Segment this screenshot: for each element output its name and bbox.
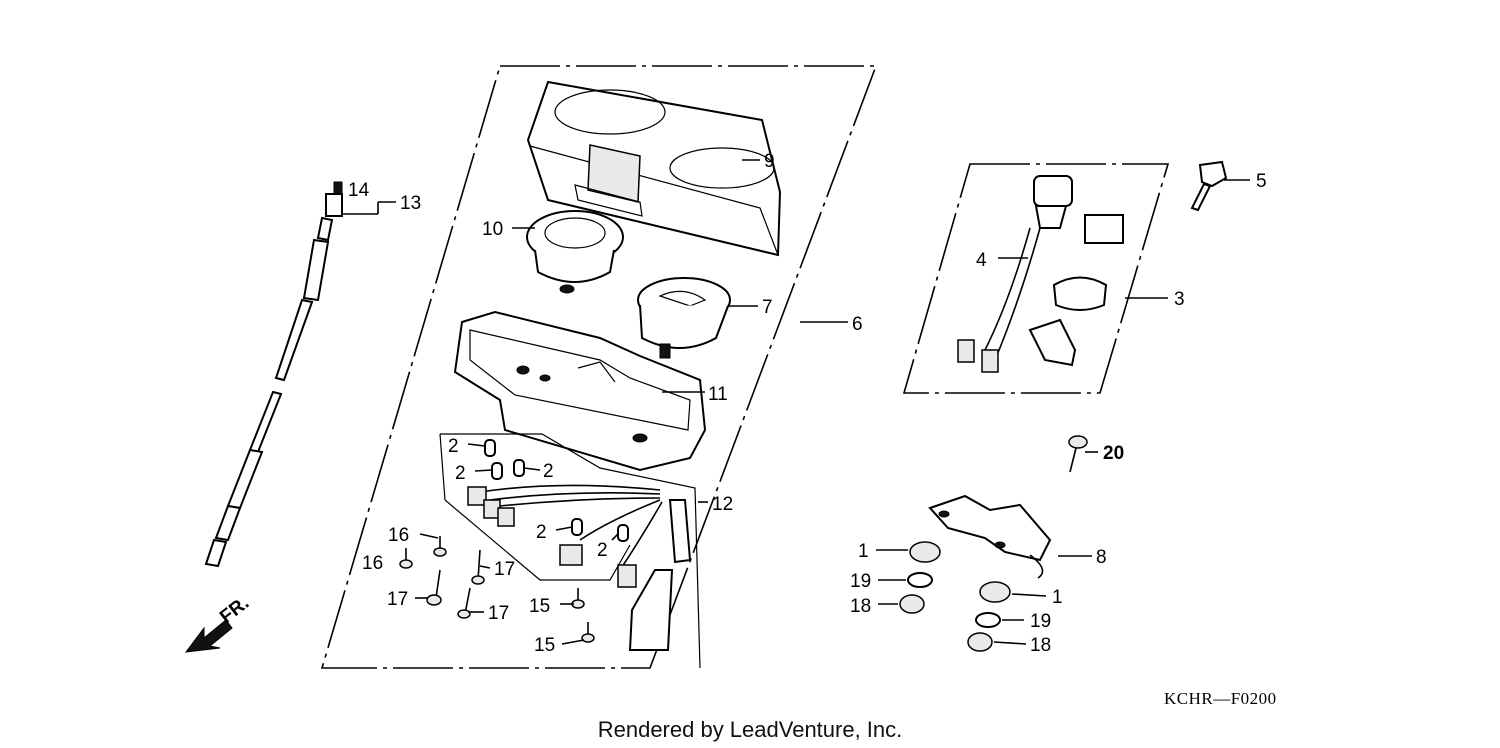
- callout-numbers: 9 10 7 6 11 12 2 2 2 2 2 16 16 17 17 17 …: [348, 151, 1267, 656]
- bolt-part: [1068, 435, 1088, 473]
- callout-15a: 15: [529, 596, 550, 617]
- callout-8: 8: [1096, 547, 1107, 568]
- callout-2a: 2: [448, 436, 459, 457]
- callout-17c: 17: [488, 603, 509, 624]
- meter-cover-part: [526, 80, 782, 257]
- callout-3: 3: [1174, 289, 1185, 310]
- callout-1b: 1: [1052, 587, 1063, 608]
- wire-harness-part: [439, 433, 701, 669]
- callout-4: 4: [976, 250, 987, 271]
- rendered-by-footer: Rendered by LeadVenture, Inc.: [598, 717, 903, 742]
- meter-bracket-part: [928, 494, 1052, 579]
- tachometer-gauge-part: [526, 210, 624, 294]
- callout-17b: 17: [387, 589, 408, 610]
- meter-case-part: [453, 310, 707, 472]
- leader-lines: [342, 159, 1250, 645]
- callout-5: 5: [1256, 171, 1267, 192]
- callout-18a: 18: [850, 596, 871, 617]
- callout-14: 14: [348, 180, 370, 201]
- callout-2b: 2: [455, 463, 466, 484]
- callout-19b: 19: [1030, 611, 1051, 632]
- screw-parts: [399, 536, 595, 643]
- front-direction-label: FR.: [216, 593, 253, 628]
- callout-16a: 16: [388, 525, 409, 546]
- callout-2c: 2: [543, 461, 554, 482]
- callout-2e: 2: [597, 540, 608, 561]
- ignition-switch-part: [957, 175, 1124, 373]
- callout-12: 12: [712, 494, 733, 515]
- callout-17a: 17: [494, 559, 515, 580]
- callout-11: 11: [708, 384, 728, 405]
- callout-15b: 15: [534, 635, 555, 656]
- callout-10: 10: [482, 219, 503, 240]
- fastener-parts: [899, 541, 1011, 652]
- callout-20: 20: [1103, 443, 1124, 464]
- speedometer-cable-part: [204, 181, 343, 568]
- callout-13: 13: [400, 193, 421, 214]
- bulb-parts: [484, 439, 629, 542]
- callout-16b: 16: [362, 553, 383, 574]
- ignition-assembly-frame: [902, 163, 1170, 394]
- callout-2d: 2: [536, 522, 547, 543]
- meter-assembly-frame: [320, 65, 878, 669]
- callout-18b: 18: [1030, 635, 1051, 656]
- callout-1a: 1: [858, 541, 869, 562]
- front-direction-arrow-icon: [184, 619, 233, 653]
- callout-7: 7: [762, 297, 773, 318]
- speedometer-gauge-part: [637, 277, 731, 359]
- callout-9: 9: [764, 151, 775, 172]
- diagram-code: KCHR—F0200: [1164, 689, 1277, 708]
- callout-6: 6: [852, 314, 863, 335]
- key-part: [1190, 160, 1228, 212]
- callout-19a: 19: [850, 571, 871, 592]
